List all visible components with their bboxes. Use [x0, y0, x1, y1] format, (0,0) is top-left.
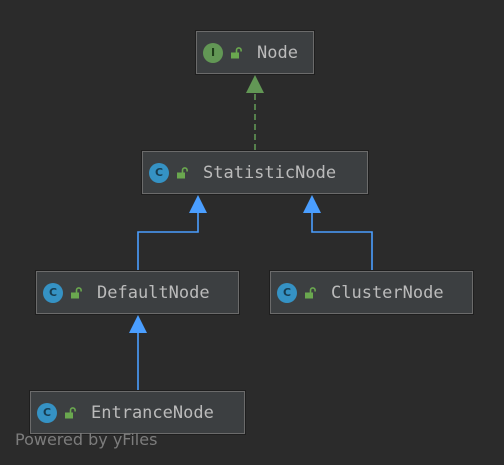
node-label: StatisticNode — [203, 162, 337, 183]
interface-badge-icon: I — [203, 42, 223, 63]
lock-open-icon — [305, 286, 316, 298]
edge-cluster-extends-statistic — [311, 212, 373, 270]
lock-open-icon — [231, 46, 242, 58]
node-label: ClusterNode — [331, 282, 444, 303]
arrowhead-implements — [246, 75, 264, 93]
node-label: Node — [257, 42, 298, 63]
node-label: EntranceNode — [91, 402, 214, 423]
arrowhead-extends-entrance — [129, 315, 147, 333]
powered-by-watermark: Powered by yFiles — [15, 430, 158, 449]
class-badge-icon: C — [149, 162, 169, 183]
node-statistic-node[interactable]: C StatisticNode — [142, 151, 368, 194]
lock-open-icon — [71, 286, 82, 298]
class-badge-icon: C — [277, 282, 297, 303]
edge-default-extends-statistic — [137, 212, 199, 270]
node-node[interactable]: I Node — [196, 31, 314, 74]
arrowhead-extends-cluster — [303, 195, 321, 213]
class-badge-icon: C — [43, 282, 63, 303]
arrowhead-extends-default — [189, 195, 207, 213]
node-default-node[interactable]: C DefaultNode — [36, 271, 239, 314]
node-cluster-node[interactable]: C ClusterNode — [270, 271, 473, 314]
lock-open-icon — [65, 406, 76, 418]
lock-open-icon — [177, 166, 188, 178]
node-label: DefaultNode — [97, 282, 210, 303]
class-badge-icon: C — [37, 402, 57, 423]
node-entrance-node[interactable]: C EntranceNode — [30, 391, 245, 434]
